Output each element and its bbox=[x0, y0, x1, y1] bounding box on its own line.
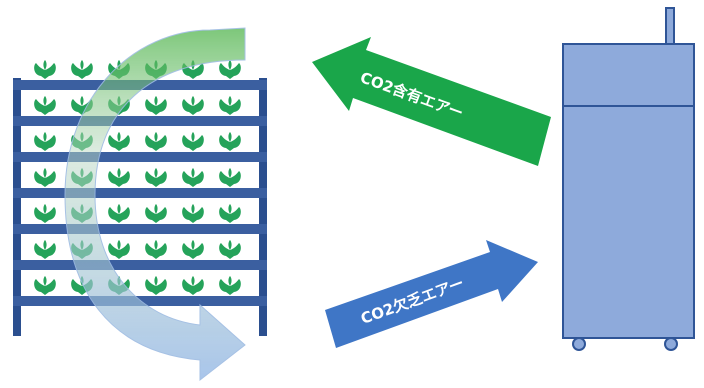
cabinet-body bbox=[562, 43, 695, 339]
cabinet-wheel-right bbox=[664, 337, 678, 351]
co2-poor-air-arrow: CO2欠乏エアー bbox=[325, 240, 538, 348]
sprout bbox=[145, 204, 167, 223]
sprout bbox=[219, 240, 241, 259]
sprout bbox=[34, 132, 56, 151]
cabinet-unit bbox=[562, 7, 695, 351]
sprout bbox=[34, 276, 56, 295]
rack-shelf bbox=[13, 152, 267, 162]
rack-shelf bbox=[13, 224, 267, 234]
sprout bbox=[219, 168, 241, 187]
rack-right-post bbox=[259, 78, 267, 336]
sprout bbox=[145, 276, 167, 295]
sprout bbox=[108, 168, 130, 187]
green-arrow-shape-full bbox=[312, 37, 551, 166]
airflow-curve-arrow bbox=[64, 27, 246, 382]
sprout bbox=[182, 204, 204, 223]
sprout bbox=[182, 96, 204, 115]
sprout bbox=[219, 60, 241, 79]
sprout bbox=[145, 240, 167, 259]
rack-shelf bbox=[13, 116, 267, 126]
airflow-curve-body bbox=[64, 27, 246, 382]
sprout bbox=[34, 96, 56, 115]
sprout bbox=[34, 204, 56, 223]
sprout bbox=[145, 132, 167, 151]
sprout bbox=[145, 96, 167, 115]
sprout bbox=[34, 240, 56, 259]
cabinet-antenna bbox=[665, 7, 675, 47]
sprout bbox=[34, 60, 56, 79]
sprout bbox=[108, 204, 130, 223]
sprout bbox=[219, 276, 241, 295]
rack-shelf bbox=[13, 188, 267, 198]
sprout bbox=[182, 132, 204, 151]
sprout bbox=[34, 168, 56, 187]
sprout bbox=[108, 132, 130, 151]
sprout bbox=[182, 240, 204, 259]
plant-rack bbox=[13, 60, 267, 336]
sprout bbox=[219, 204, 241, 223]
sprout bbox=[182, 168, 204, 187]
sprout bbox=[182, 276, 204, 295]
co2-rich-air-arrow: CO2含有エアー bbox=[312, 37, 551, 166]
cabinet-wheel-left bbox=[572, 337, 586, 351]
blue-arrow-shape bbox=[325, 240, 538, 348]
sprout bbox=[145, 168, 167, 187]
sprout bbox=[219, 96, 241, 115]
rack-shelf bbox=[13, 260, 267, 270]
sprout bbox=[71, 60, 93, 79]
sprout bbox=[108, 240, 130, 259]
sprouts bbox=[34, 60, 241, 295]
sprout bbox=[219, 132, 241, 151]
sprout bbox=[182, 60, 204, 79]
rack-left-post bbox=[13, 78, 21, 336]
